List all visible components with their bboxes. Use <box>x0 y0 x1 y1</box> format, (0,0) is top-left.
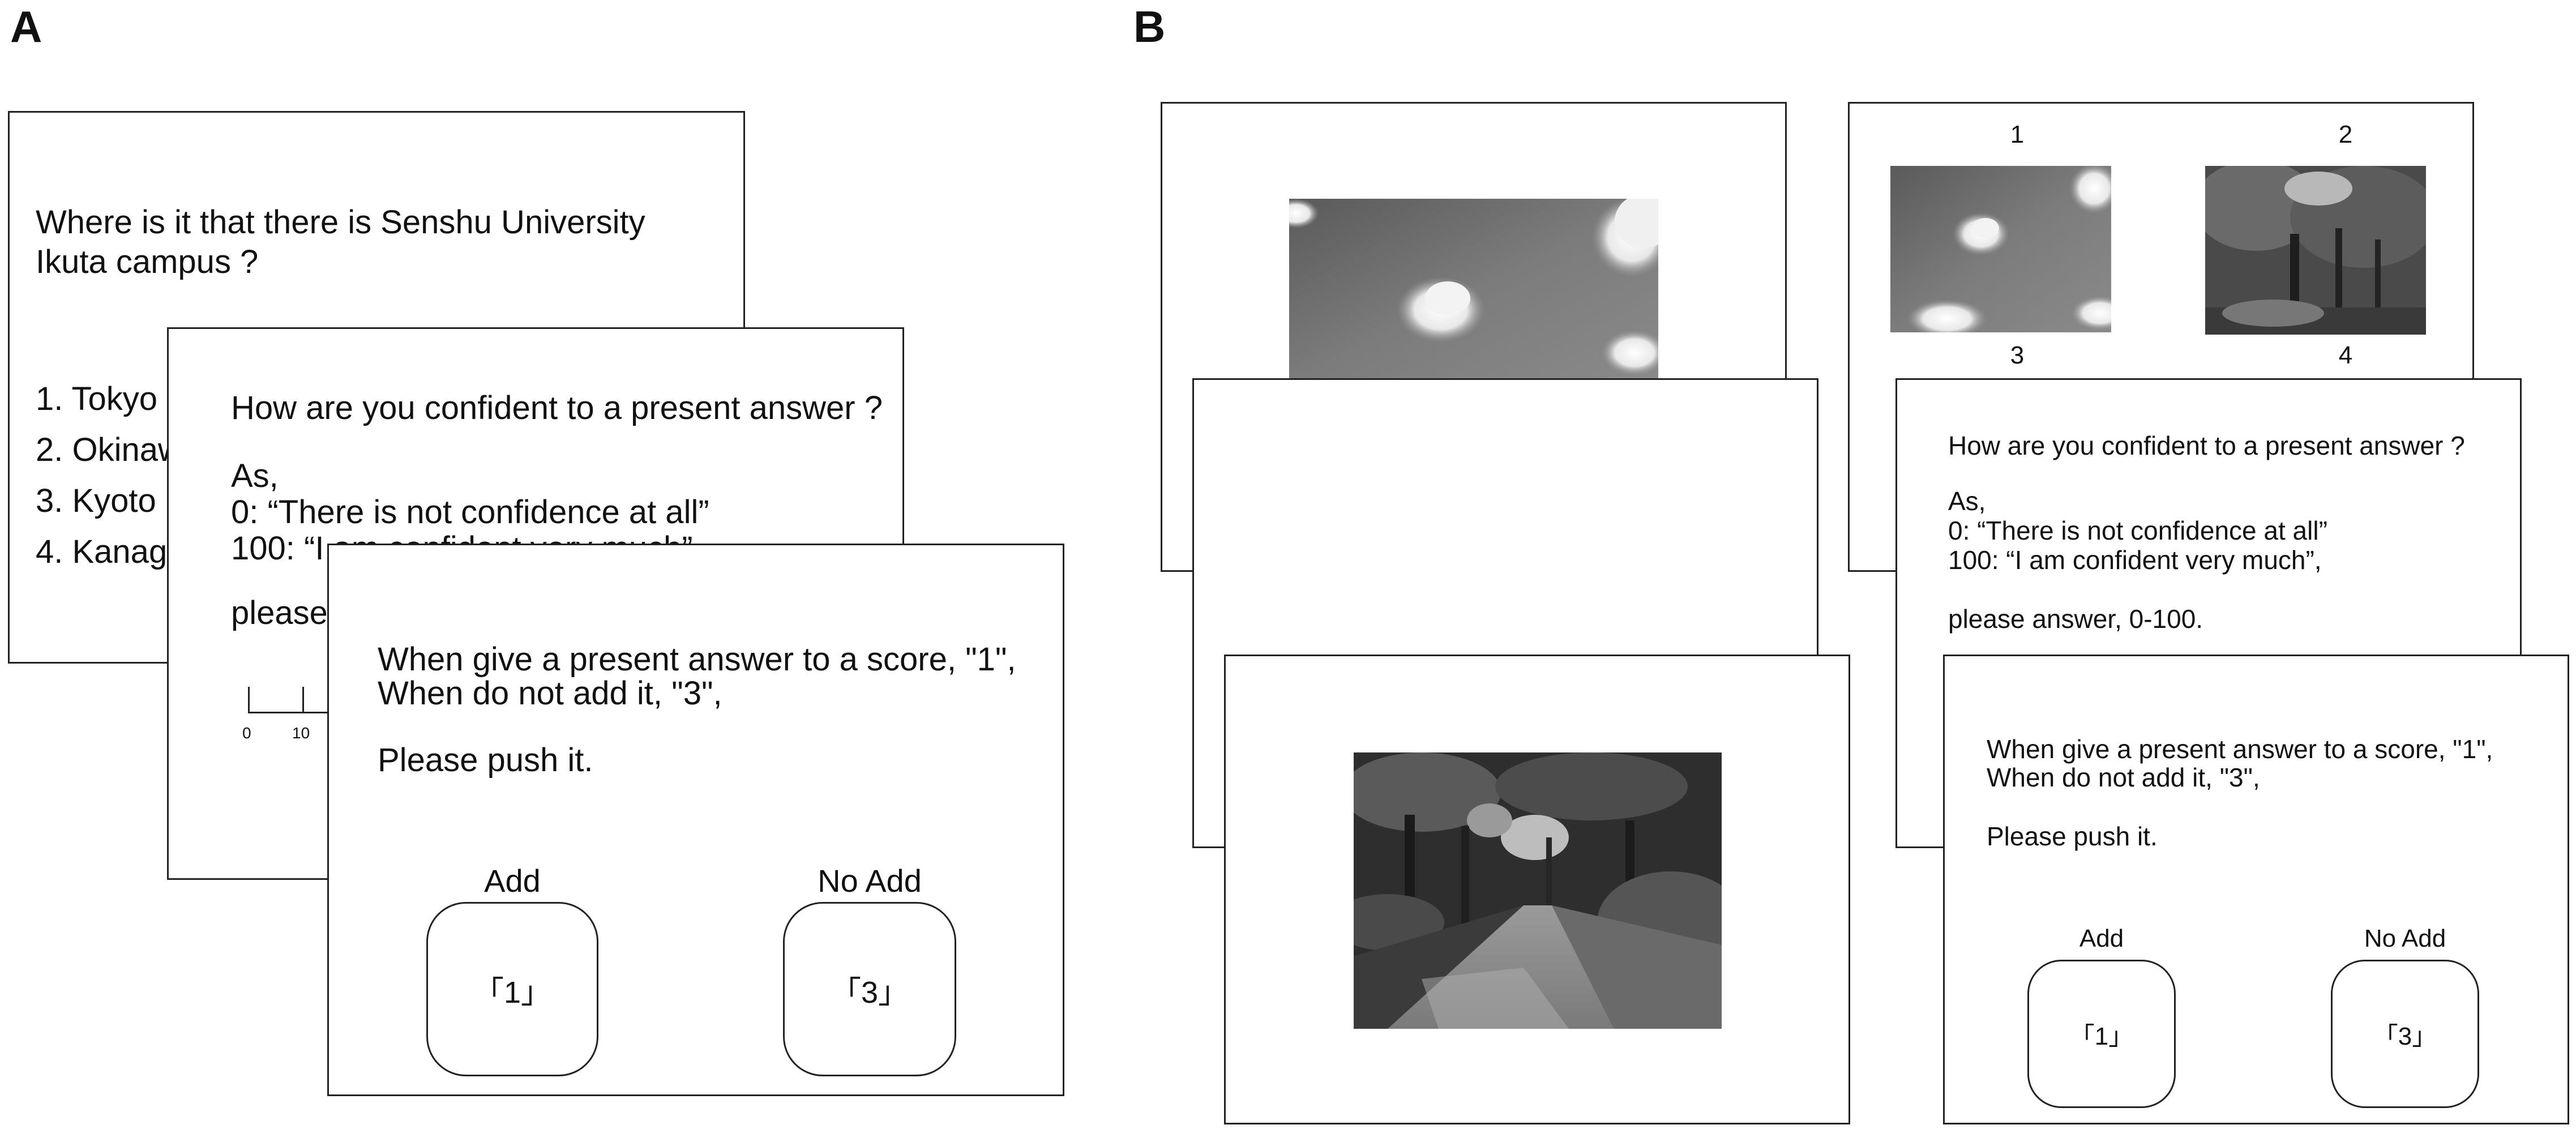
scale-tick-label-10: 10 <box>292 724 310 742</box>
panel-b-label: B <box>1133 2 1166 52</box>
b-score-instruction-2: When do not add it, "3", <box>1987 763 2260 792</box>
b-no-add-button[interactable]: 「3」 <box>2331 960 2479 1108</box>
scale-tick-0 <box>248 687 250 713</box>
score-instruction-2: When do not add it, "3", <box>378 675 722 712</box>
add-button-label: Add <box>484 863 541 899</box>
confidence-zero-def: 0: “There is not confidence at all” <box>231 494 709 531</box>
confidence-as: As, <box>231 457 279 494</box>
choice-number-1: 1 <box>2010 121 2025 148</box>
sky-photo-icon <box>1289 199 1658 386</box>
no-add-button[interactable]: 「3」 <box>783 902 956 1076</box>
choice-number-3: 3 <box>2010 341 2025 369</box>
question-line-2: Ikuta campus ? <box>36 243 259 280</box>
scale-tick-label-0: 0 <box>242 724 251 742</box>
b-confidence-hundred-def: 100: “I am confident very much”, <box>1948 545 2322 575</box>
answer-option-3: 3. Kyoto <box>36 482 156 519</box>
answer-option-1: 1. Tokyo <box>36 380 157 417</box>
choice-forest-photo-icon <box>2205 166 2426 335</box>
b-add-button-label: Add <box>2079 925 2124 952</box>
choice-number-4: 4 <box>2338 341 2353 369</box>
choice-number-2: 2 <box>2338 121 2353 148</box>
b-confidence-please: please answer, 0-100. <box>1948 604 2203 634</box>
choice-sky-photo-icon <box>1890 166 2111 332</box>
b-score-card: When give a present answer to a score, "… <box>1943 655 2569 1124</box>
b-confidence-prompt: How are you confident to a present answe… <box>1948 431 2465 460</box>
b-add-button[interactable]: 「1」 <box>2027 960 2176 1108</box>
b-score-instruction-1: When give a present answer to a score, "… <box>1987 734 2493 764</box>
no-add-button-label: No Add <box>818 863 922 899</box>
panel-a-label: A <box>10 2 42 52</box>
sky-photo-clip <box>1289 199 1658 472</box>
b-confidence-zero-def: 0: “There is not confidence at all” <box>1948 516 2327 545</box>
question-line-1: Where is it that there is Senshu Univers… <box>36 204 645 241</box>
score-instruction-1: When give a present answer to a score, "… <box>378 641 1016 678</box>
score-push-text: Please push it. <box>378 742 593 779</box>
score-card: When give a present answer to a score, "… <box>327 544 1064 1096</box>
forest-path-photo-icon <box>1354 752 1722 1029</box>
stimulus-path-card <box>1224 655 1850 1124</box>
b-confidence-as: As, <box>1948 486 1986 516</box>
add-button[interactable]: 「1」 <box>426 902 598 1076</box>
confidence-prompt: How are you confident to a present answe… <box>231 390 883 426</box>
scale-tick-10 <box>302 687 304 713</box>
b-score-push-text: Please push it. <box>1987 822 2158 851</box>
b-no-add-button-label: No Add <box>2364 925 2446 952</box>
